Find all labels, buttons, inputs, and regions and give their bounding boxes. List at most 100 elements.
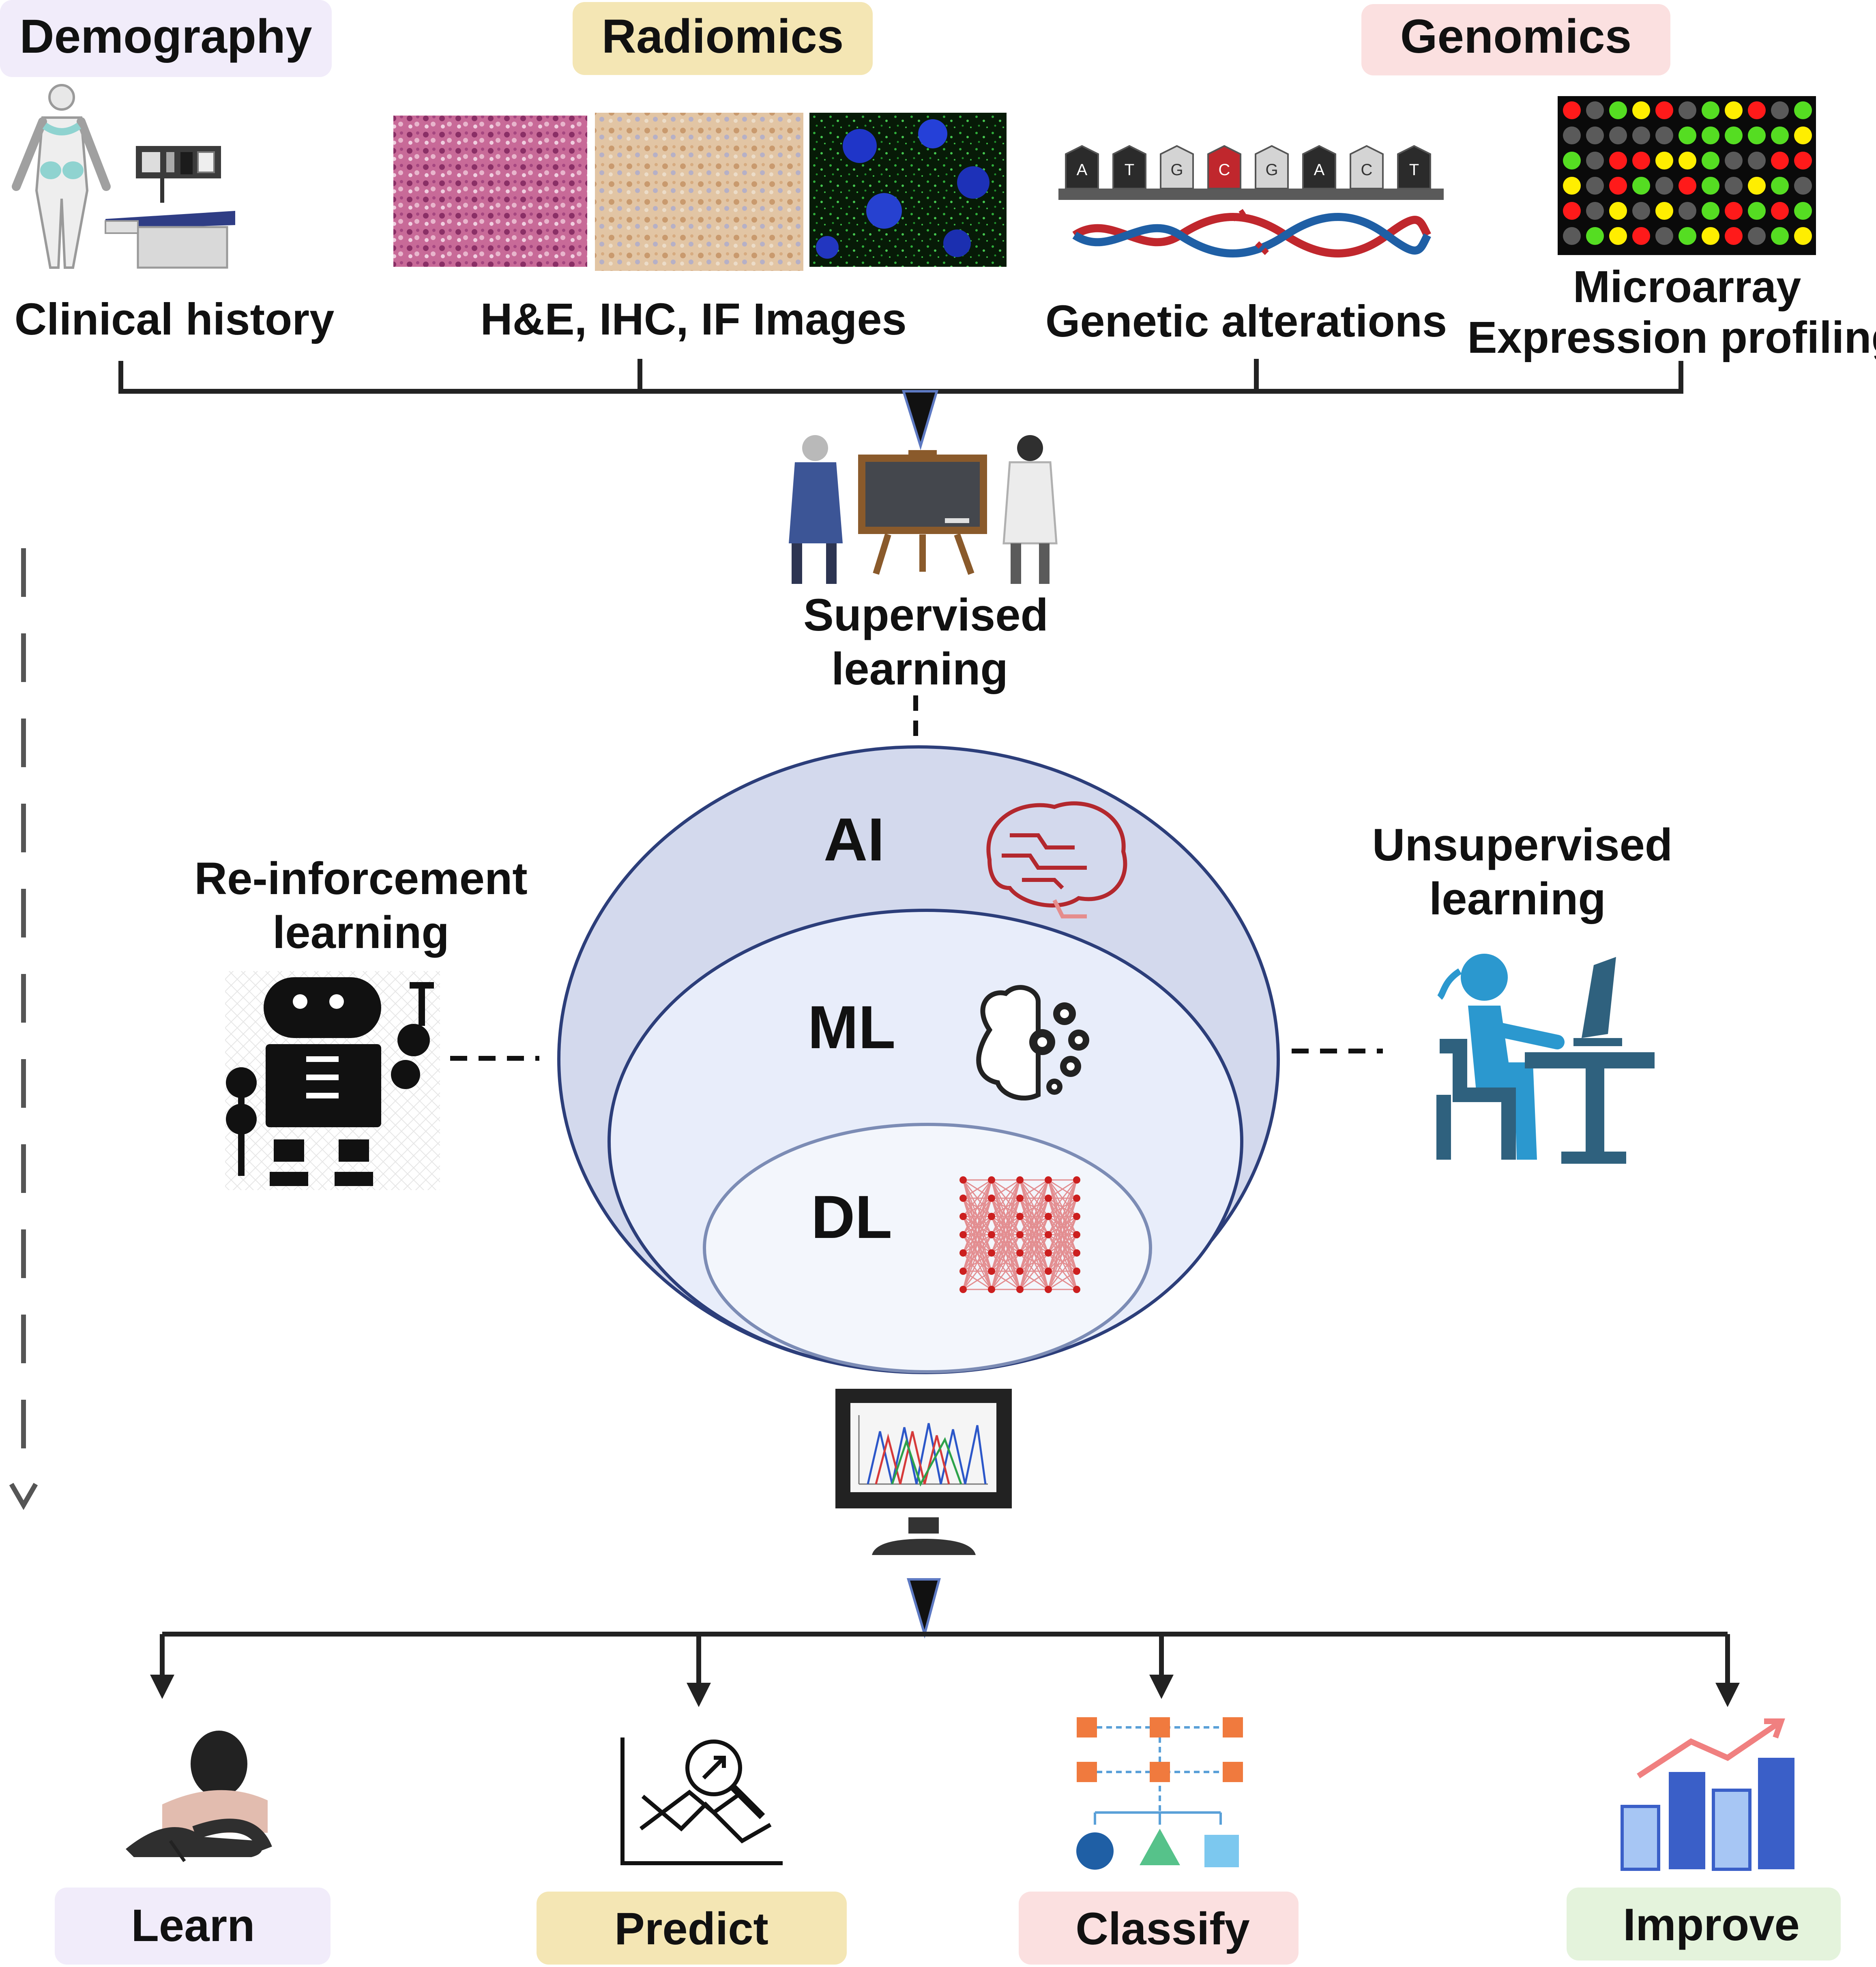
nn-node bbox=[1045, 1286, 1052, 1293]
nn-node bbox=[959, 1195, 967, 1202]
predict-badge bbox=[537, 1892, 847, 1965]
nn-node bbox=[1073, 1286, 1080, 1293]
reinforcement-learning-label: learning bbox=[273, 907, 449, 958]
nn-node bbox=[1016, 1286, 1024, 1293]
classify-arrowhead bbox=[1149, 1675, 1174, 1699]
dna-base-tile: G bbox=[1255, 145, 1289, 189]
microarray-dot bbox=[1563, 101, 1581, 119]
microarray-dot bbox=[1586, 152, 1604, 169]
nn-node bbox=[959, 1268, 967, 1275]
microarray-dot bbox=[1609, 202, 1627, 220]
nn-node bbox=[1073, 1231, 1080, 1238]
person-at-computer-icon bbox=[1436, 954, 1655, 1164]
nn-node bbox=[1016, 1231, 1024, 1238]
microarray-dot bbox=[1632, 177, 1650, 195]
brain-gears-icon bbox=[976, 985, 1089, 1100]
microarray-dot bbox=[1655, 101, 1673, 119]
expression-profiling-label: Expression profiling bbox=[1467, 313, 1876, 363]
microarray-dot bbox=[1655, 152, 1673, 169]
nn-node bbox=[1016, 1176, 1024, 1184]
microarray-dot bbox=[1702, 127, 1719, 144]
doctor-figure-icon bbox=[1002, 435, 1058, 584]
microarray-icon bbox=[1558, 96, 1816, 255]
microarray-dot bbox=[1679, 127, 1696, 144]
microarray-dot bbox=[1586, 177, 1604, 195]
exam-table-icon bbox=[105, 146, 235, 269]
microarray-dot bbox=[1725, 152, 1743, 169]
microarray-dot bbox=[1725, 227, 1743, 245]
nn-node bbox=[1073, 1213, 1080, 1220]
microarray-dot bbox=[1771, 202, 1789, 220]
dna-base-tile: T bbox=[1397, 145, 1431, 189]
output-improve: Improve bbox=[1567, 1888, 1841, 1961]
microarray-dot bbox=[1748, 152, 1766, 169]
nn-node bbox=[988, 1213, 995, 1220]
microarray-dot bbox=[1771, 127, 1789, 144]
category-demography: Demography bbox=[0, 0, 332, 77]
supervised-learning-label: learning bbox=[831, 644, 1008, 694]
microarray-dot bbox=[1632, 101, 1650, 119]
blackboard-icon bbox=[858, 450, 987, 575]
nn-node bbox=[959, 1213, 967, 1220]
microarray-dot bbox=[1586, 127, 1604, 144]
nn-node bbox=[1016, 1268, 1024, 1275]
radiomics-label: Radiomics bbox=[602, 10, 844, 63]
nn-node bbox=[1045, 1231, 1052, 1238]
nn-node bbox=[1073, 1249, 1080, 1257]
dna-base-tile: A bbox=[1302, 145, 1336, 189]
microarray-dot bbox=[1725, 127, 1743, 144]
microarray-dot bbox=[1655, 202, 1673, 220]
classify-label: Classify bbox=[1075, 1903, 1250, 1954]
clinical-history-label: Clinical history bbox=[15, 294, 335, 344]
microarray-dot bbox=[1632, 202, 1650, 220]
dna-base-letter: G bbox=[1170, 161, 1183, 179]
nn-node bbox=[1073, 1176, 1080, 1184]
demography-badge bbox=[0, 0, 332, 77]
microarray-dot bbox=[1794, 177, 1812, 195]
microarray-dot bbox=[1771, 152, 1789, 169]
microarray-dot bbox=[1609, 127, 1627, 144]
microarray-dot bbox=[1794, 227, 1812, 245]
reinforcement-label: Re-inforcement bbox=[194, 853, 527, 904]
classify-tree-icon bbox=[1076, 1717, 1243, 1870]
genetic-alterations-label: Genetic alterations bbox=[1045, 296, 1447, 346]
microarray-dot bbox=[1725, 177, 1743, 195]
microarray-dots bbox=[1563, 101, 1812, 245]
improve-barchart-icon bbox=[1621, 1718, 1794, 1871]
learn-arrowhead bbox=[150, 1675, 174, 1699]
dna-base-letter: C bbox=[1361, 161, 1373, 179]
dna-base-letter: A bbox=[1314, 161, 1325, 179]
nn-node bbox=[1016, 1195, 1024, 1202]
supervised-label: Supervised bbox=[803, 590, 1048, 640]
microarray-dot bbox=[1794, 152, 1812, 169]
demography-label: Demography bbox=[19, 10, 312, 63]
microarray-dot bbox=[1771, 227, 1789, 245]
microarray-dot bbox=[1702, 101, 1719, 119]
circuit-brain-icon bbox=[986, 801, 1127, 918]
microarray-dot bbox=[1563, 127, 1581, 144]
he-stain-image bbox=[393, 116, 587, 267]
monitor-icon bbox=[835, 1389, 1012, 1555]
timeline-arrowhead bbox=[9, 1483, 38, 1510]
monitor-arrow bbox=[906, 1578, 941, 1639]
unsupervised-learning-label: learning bbox=[1429, 873, 1606, 924]
dna-base-tile: G bbox=[1160, 145, 1194, 189]
nn-node bbox=[1073, 1195, 1080, 1202]
robot-icon bbox=[225, 971, 440, 1190]
output-bracket bbox=[160, 1632, 1730, 1683]
microarray-dot bbox=[1794, 101, 1812, 119]
teacher-figure-icon bbox=[789, 435, 843, 584]
genomics-badge bbox=[1361, 4, 1670, 75]
microarray-dot bbox=[1679, 202, 1696, 220]
microarray-dot bbox=[1679, 101, 1696, 119]
microarray-dot bbox=[1632, 227, 1650, 245]
microarray-dot bbox=[1771, 177, 1789, 195]
microarray-dot bbox=[1609, 177, 1627, 195]
microarray-dot bbox=[1702, 152, 1719, 169]
nn-node bbox=[1045, 1176, 1052, 1184]
nn-node bbox=[1045, 1268, 1052, 1275]
improve-badge bbox=[1567, 1888, 1841, 1961]
microarray-dot bbox=[1609, 101, 1627, 119]
